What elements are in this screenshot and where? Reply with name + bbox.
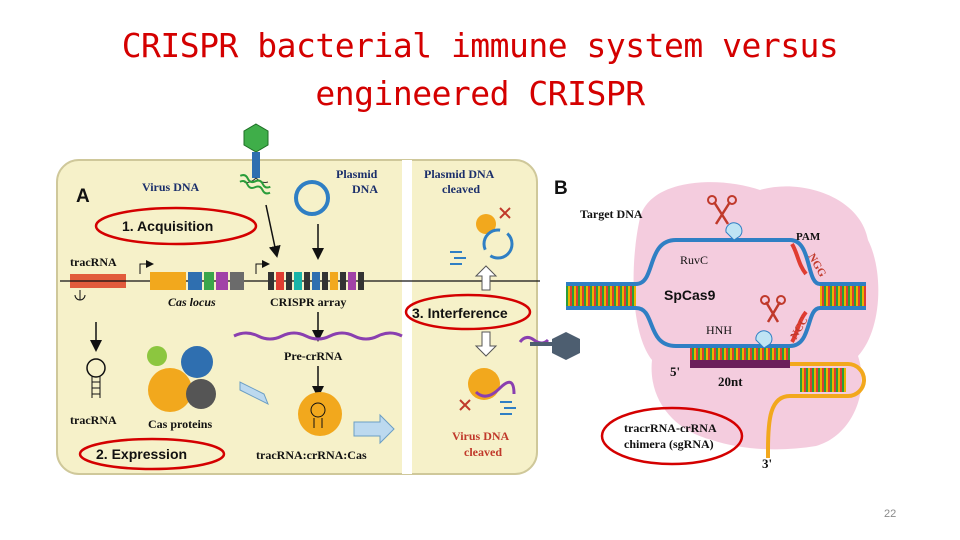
- five-prime-label: 5': [670, 364, 680, 379]
- cas-proteins-label: Cas proteins: [148, 417, 212, 431]
- expression-highlight: [78, 437, 226, 471]
- interference-step: 3. Interference: [412, 305, 508, 321]
- acquisition-step: 1. Acquisition: [122, 218, 213, 234]
- three-prime-label: 3': [762, 456, 772, 471]
- twenty-nt-label: 20nt: [718, 374, 743, 389]
- title-line-2: engineered CRISPR: [315, 74, 645, 113]
- panel-a-letter: A: [76, 186, 90, 207]
- sgrna-label: tracrRNA-crRNA chimera (sgRNA): [624, 421, 719, 451]
- complex-label: tracRNA:crRNA:Cas: [256, 448, 367, 462]
- interference-down-arrow: [474, 331, 498, 357]
- tracrna-label: tracRNA: [70, 413, 117, 427]
- ruvc-scissors-icon: [707, 195, 743, 241]
- bacteriophage-icon: [239, 123, 271, 195]
- expression-step: 2. Expression: [96, 446, 187, 462]
- cas-proteins-icon: [147, 346, 216, 412]
- panel-b-letter: B: [554, 178, 568, 199]
- cas-locus-label: Cas locus: [168, 295, 216, 309]
- acquisition-highlight: [94, 206, 258, 246]
- plasmid-cleaved-label: Plasmid DNA cleaved: [424, 167, 497, 196]
- flow-arrow: [239, 381, 269, 406]
- cas-locus: [139, 260, 244, 290]
- virus-dna-cleaved-label: Virus DNA cleaved: [452, 429, 512, 459]
- interference-up-arrow: [474, 265, 498, 291]
- plasmid-cleaved-icon: [450, 207, 514, 265]
- sgrna-highlight: [600, 406, 744, 466]
- slide-title: CRISPR bacterial immune system versus en…: [0, 22, 960, 118]
- crispr-array: [255, 260, 364, 290]
- tracrna-hairpin-icon: [86, 358, 106, 398]
- spcas9-label: SpCas9: [664, 287, 716, 303]
- slide-number: 22: [884, 508, 897, 520]
- crrna-cas-complex-icon: [298, 392, 342, 436]
- flow-arrow-2: [353, 413, 395, 445]
- cas9-protein-shape: [633, 182, 879, 450]
- hnh-label: HNH: [706, 323, 732, 337]
- pre-crrna-strand: [233, 331, 403, 341]
- interference-highlight: [404, 293, 532, 331]
- panel-a: A Virus DNA Plasmid DNA 1. Acquisition t…: [56, 123, 580, 475]
- sgrna-strand: [690, 348, 866, 458]
- plasmid-icon: [294, 180, 330, 216]
- panel-b: B Target DNA RuvC PAM NGG SpCas9: [554, 178, 879, 471]
- target-dna-label: Target DNA: [580, 207, 643, 221]
- hnh-scissors-icon: [755, 295, 786, 349]
- pre-crrna-label: Pre-crRNA: [284, 349, 343, 363]
- title-line-1: CRISPR bacterial immune system versus: [121, 26, 839, 65]
- target-dna-duplex: [566, 238, 866, 348]
- plasmid-label: Plasmid DNA: [336, 167, 380, 196]
- crispr-array-label: CRISPR array: [270, 295, 346, 309]
- pam-label: PAM: [796, 231, 821, 243]
- tracrna-gene-label: tracRNA: [70, 255, 117, 269]
- ruvc-label: RuvC: [680, 253, 708, 267]
- virus-dna-label: Virus DNA: [142, 180, 200, 194]
- virus-dna-cleaved-icon: [459, 332, 580, 415]
